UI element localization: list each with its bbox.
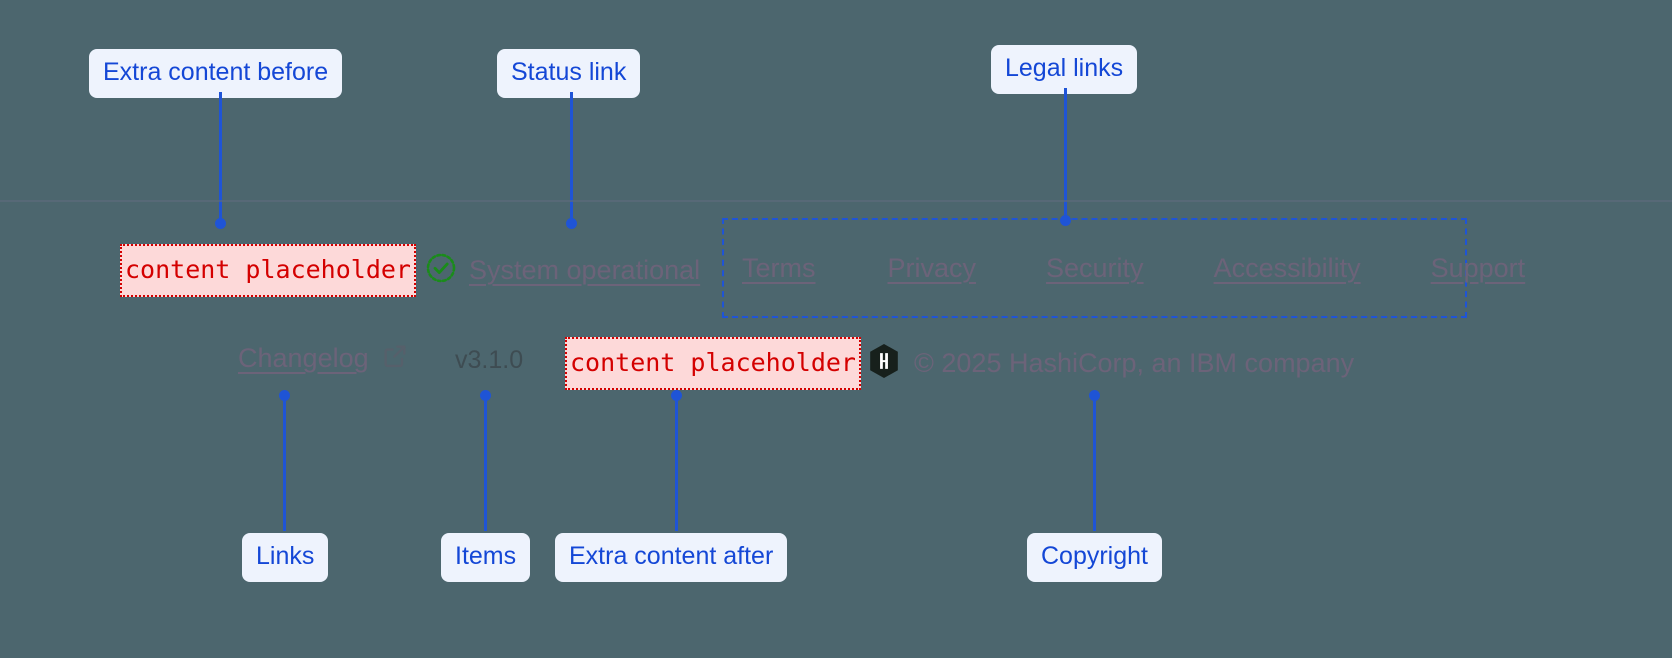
legal-link-security[interactable]: Security [1046,252,1144,283]
version-label: v3.1.0 [455,346,524,374]
copyright-text: © 2025 HashiCorp, an IBM company [914,348,1355,378]
annotation-anchor-dot [279,390,290,401]
annotation-chip-status-link: Status link [497,49,641,98]
status-link[interactable]: System operational [425,252,700,289]
annotation-leader-line [283,397,286,531]
placeholder-text: content placeholder [125,255,411,284]
annotation-leader-line [675,397,678,531]
annotation-anchor-dot [671,390,682,401]
annotation-anchor-dot [566,218,577,229]
annotation-label: Extra content after [569,542,774,570]
changelog-link[interactable]: Changelog [238,342,409,375]
annotation-leader-line [484,397,487,531]
annotation-chip-extra-content-after: Extra content after [555,533,788,582]
footer-row-primary: content placeholder [120,244,416,297]
annotation-anchor-dot [1060,215,1071,226]
external-link-icon [381,342,409,375]
version-item: v3.1.0 [455,346,523,375]
legal-link-support[interactable]: Support [1430,252,1526,283]
annotation-label: Extra content before [103,58,329,86]
copyright-block: © 2025 HashiCorp, an IBM company [868,344,1354,383]
extra-content-before-placeholder: content placeholder [120,244,416,297]
legal-link-privacy[interactable]: Privacy [887,252,977,283]
annotation-label: Items [455,542,517,570]
legal-links-group: Terms Privacy Security Accessibility Sup… [722,218,1525,318]
annotation-anchor-dot [480,390,491,401]
annotation-leader-line [570,92,573,227]
annotation-anchor-dot [1089,390,1100,401]
annotation-leader-line [219,92,222,227]
annotation-chip-extra-content-before: Extra content before [89,49,343,98]
annotation-chip-items: Items [441,533,531,582]
annotation-label: Links [256,542,315,570]
annotation-label: Status link [511,58,627,86]
annotation-anchor-dot [215,218,226,229]
annotation-leader-line [1093,397,1096,531]
check-circle-icon [425,252,457,289]
changelog-link-label: Changelog [238,343,369,373]
status-link-label: System operational [469,255,701,285]
legal-link-terms[interactable]: Terms [742,252,816,283]
annotation-chip-copyright: Copyright [1027,533,1162,582]
extra-content-after-placeholder: content placeholder [565,337,861,390]
placeholder-text: content placeholder [570,348,856,377]
annotation-chip-legal-links: Legal links [991,45,1138,94]
legal-link-accessibility[interactable]: Accessibility [1213,252,1361,283]
annotation-label: Copyright [1041,542,1148,570]
hashicorp-logo [868,344,900,383]
annotation-chip-links: Links [242,533,329,582]
footer-top-divider [0,200,1672,202]
annotation-leader-line [1064,88,1067,222]
placeholder-box: content placeholder [565,337,861,390]
annotation-label: Legal links [1005,54,1124,82]
